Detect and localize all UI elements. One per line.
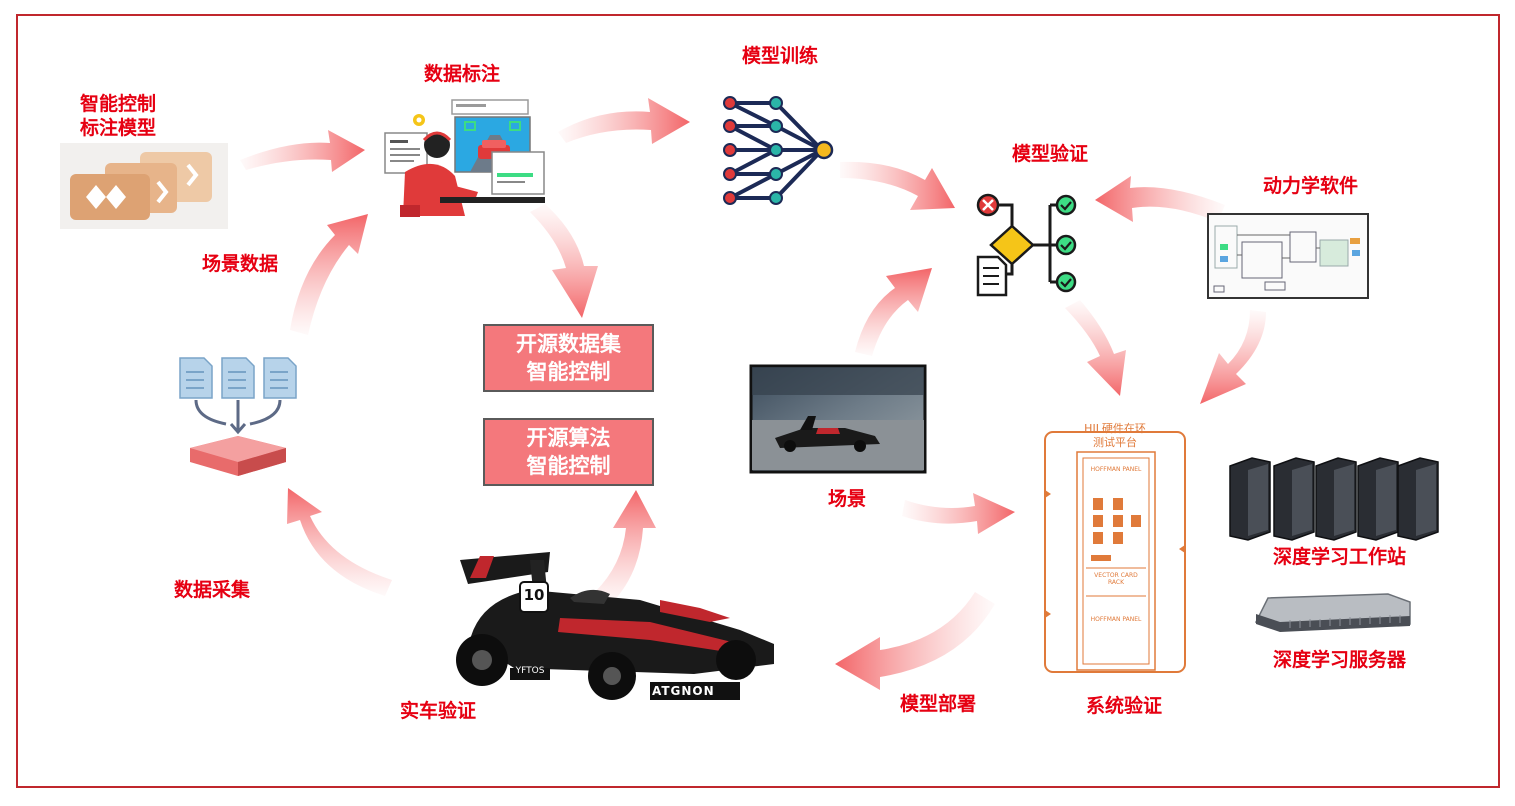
arrow-annotation-to-training bbox=[558, 98, 690, 144]
open-dataset-box: 开源数据集 智能控制 bbox=[483, 324, 654, 392]
diagram-frame bbox=[16, 14, 1500, 788]
label-model-deployment: 模型部署 bbox=[900, 693, 977, 715]
arrow-hil-to-car bbox=[835, 592, 995, 690]
open-dataset-line1: 开源数据集 bbox=[516, 332, 621, 356]
arrow-annotation-to-dataset bbox=[530, 204, 598, 318]
workstation-towers bbox=[1229, 457, 1439, 541]
arrow-scene-to-validation bbox=[855, 268, 932, 356]
hil-title-line1: HIL硬件在环 bbox=[1084, 422, 1146, 435]
arrow-validation-to-system bbox=[1065, 300, 1126, 396]
arrow-model-to-annotation bbox=[240, 130, 365, 172]
label-scene-data: 场景数据 bbox=[202, 253, 279, 275]
label-data-annotation: 数据标注 bbox=[424, 63, 501, 85]
label-dl-workstation: 深度学习工作站 bbox=[1273, 546, 1407, 568]
label-system-validation: 系统验证 bbox=[1086, 695, 1163, 717]
car-sponsor-text: ATGNON bbox=[652, 684, 715, 698]
data-collection-icon bbox=[179, 357, 297, 476]
label-scene: 场景 bbox=[828, 488, 867, 510]
label-data-collection: 数据采集 bbox=[174, 579, 251, 601]
dynamics-software-screenshot bbox=[1207, 213, 1369, 299]
open-algorithm-line1: 开源算法 bbox=[526, 426, 611, 450]
rack-server bbox=[1254, 593, 1411, 632]
arrow-car-to-algorithm bbox=[595, 490, 656, 605]
car-number: 10 bbox=[523, 586, 545, 604]
label-model-training: 模型训练 bbox=[742, 45, 819, 67]
race-car bbox=[456, 552, 774, 700]
arrow-dynamics-to-system bbox=[1200, 310, 1266, 404]
validation-flow-icon bbox=[976, 193, 1077, 297]
chevron-stack-icon bbox=[60, 143, 228, 229]
arrow-car-to-collection bbox=[287, 488, 392, 596]
arrow-scene-to-hil bbox=[902, 493, 1015, 534]
open-algorithm-box: 开源算法 智能控制 bbox=[483, 418, 654, 486]
open-algorithm-line2: 智能控制 bbox=[526, 454, 611, 478]
hil-panel-2: VECTOR CARD RACK bbox=[1094, 572, 1138, 586]
hil-panel-3: HOFFMAN PANEL bbox=[1090, 616, 1142, 623]
label-dl-server: 深度学习服务器 bbox=[1273, 649, 1407, 671]
hil-cabinet bbox=[1044, 431, 1186, 673]
scene-photo bbox=[749, 364, 927, 474]
car-side-text: YFTOS bbox=[515, 666, 545, 676]
label-real-car-validation: 实车验证 bbox=[400, 700, 477, 722]
label-smart-control-line2: 标注模型 bbox=[80, 117, 157, 139]
arrow-training-to-validation bbox=[840, 161, 955, 210]
arrow-collection-to-annotation bbox=[290, 214, 368, 335]
label-dynamics-software: 动力学软件 bbox=[1263, 175, 1359, 197]
arrow-dynamics-to-validation bbox=[1095, 176, 1225, 222]
open-dataset-line2: 智能控制 bbox=[526, 360, 611, 384]
neural-network-icon bbox=[723, 96, 834, 205]
annotator-illustration bbox=[384, 99, 545, 217]
label-model-validation: 模型验证 bbox=[1012, 143, 1089, 165]
label-smart-control-line1: 智能控制 bbox=[80, 93, 157, 115]
hil-panel-1: HOFFMAN PANEL bbox=[1090, 466, 1142, 473]
hil-title-line2: 测试平台 bbox=[1093, 436, 1137, 449]
